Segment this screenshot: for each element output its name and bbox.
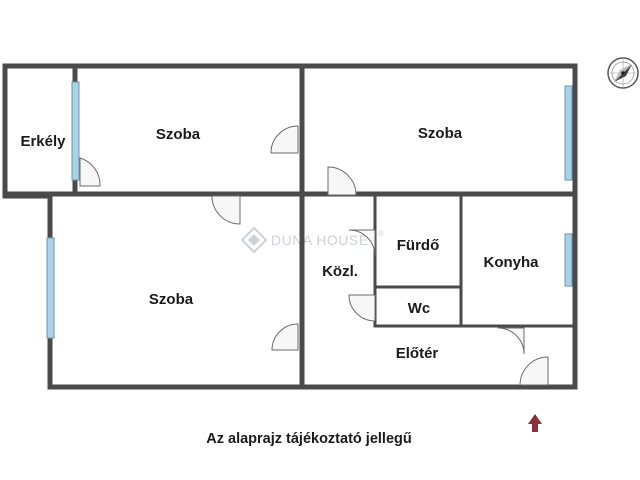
door-furdo [348, 229, 376, 257]
window-erkely [71, 81, 80, 181]
room-label-szoba-top-left: Szoba [156, 126, 201, 143]
door-szoba-bottom [211, 195, 241, 225]
door-szoba-bottom-lower [271, 323, 299, 351]
door-szoba-top-left [270, 125, 299, 154]
compass-icon [607, 57, 639, 89]
window-szoba-bottom [46, 237, 55, 339]
door-entrance [519, 356, 549, 386]
door-szoba-top-right [327, 166, 357, 196]
window-konyha [564, 233, 573, 287]
room-label-furdo: Fürdő [397, 237, 440, 254]
room-label-eloter: Előtér [396, 345, 439, 362]
door-erkely [79, 157, 101, 187]
room-label-konyha: Konyha [483, 254, 539, 271]
room-label-szoba-bottom: Szoba [149, 291, 194, 308]
window-szoba-top-right [564, 85, 573, 181]
plan-disclaimer-caption: Az alaprajz tájékoztató jellegű [206, 431, 411, 447]
door-konyha [497, 327, 525, 355]
room-label-kozl: Közl. [322, 263, 358, 280]
room-label-szoba-top-right: Szoba [418, 125, 463, 142]
watermark-brand: DUNA HOUSE [271, 232, 369, 248]
watermark: DUNA HOUSE ® [240, 226, 384, 254]
room-label-wc: Wc [408, 300, 431, 317]
duna-house-logo-icon [240, 226, 268, 254]
room-labels: Erkély Szoba Szoba Szoba Fürdő Konyha Kö… [20, 125, 539, 362]
room-label-erkely: Erkély [20, 133, 66, 150]
door-wc [348, 294, 376, 322]
windows [46, 81, 573, 339]
entrance-arrow-icon [528, 414, 542, 432]
watermark-registered-mark: ® [378, 229, 384, 238]
doors [79, 125, 549, 386]
